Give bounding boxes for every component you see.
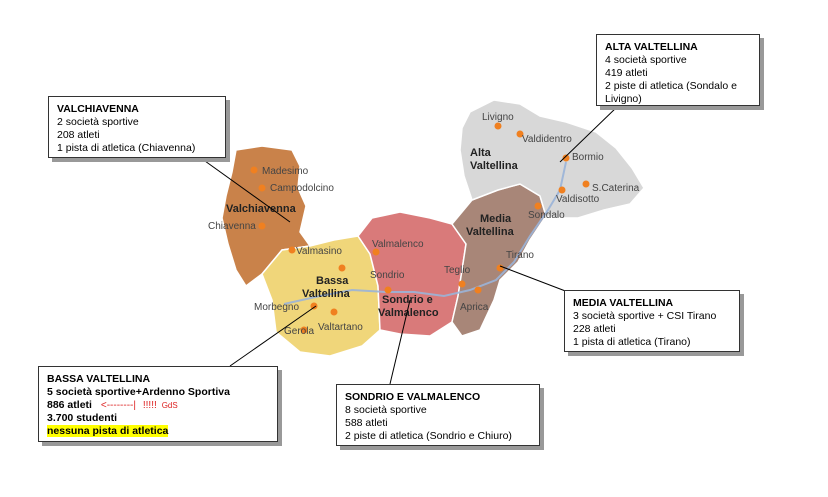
town-label-valmasino: Valmasino bbox=[296, 246, 342, 257]
river-adda bbox=[283, 161, 567, 305]
gds-note: GdS bbox=[161, 401, 178, 410]
region-label-alta-2: Valtellina bbox=[470, 160, 519, 172]
town-label-madesimo: Madesimo bbox=[262, 166, 309, 177]
info-box-title: MEDIA VALTELLINA bbox=[573, 297, 674, 309]
info-box-line: 419 atleti bbox=[605, 67, 648, 79]
connector-valchiavenna bbox=[197, 155, 291, 223]
town-label-sondrio: Sondrio bbox=[370, 270, 405, 281]
town-dot-valmalenco bbox=[372, 248, 380, 256]
region-label-alta-1: Alta bbox=[470, 147, 492, 159]
town-dot-bormio bbox=[562, 154, 570, 162]
town-dot-chiavenna bbox=[258, 222, 266, 230]
town-dot-morbegno bbox=[310, 302, 318, 310]
region-label-valchiavenna: Valchiavenna bbox=[226, 203, 297, 215]
town-dot-sondalo bbox=[534, 202, 542, 210]
connector-sondrio bbox=[389, 299, 411, 385]
info-box-title: ALTA VALTELLINA bbox=[605, 41, 698, 53]
town-label-sondalo: Sondalo bbox=[528, 210, 565, 221]
info-box-line: Livigno) bbox=[605, 93, 642, 105]
info-box-line: 1 pista di atletica (Tirano) bbox=[573, 336, 691, 348]
info-box-line: 3 società sportive + CSI Tirano bbox=[573, 310, 717, 322]
town-label-teglio: Teglio bbox=[444, 265, 471, 276]
red-arrow-note: <--------| bbox=[100, 400, 136, 411]
region-label-media-1: Media bbox=[480, 213, 512, 225]
info-box-line: 588 atleti bbox=[345, 417, 388, 429]
town-dot-tirano bbox=[496, 264, 504, 272]
info-box-valchiavenna: VALCHIAVENNA 2 società sportive 208 atle… bbox=[48, 96, 226, 158]
town-dot-sondrio bbox=[384, 286, 392, 294]
info-box-line: 1 pista di atletica (Chiavenna) bbox=[57, 142, 196, 154]
town-label-valdisotto: Valdisotto bbox=[556, 194, 600, 205]
connector-alta bbox=[559, 105, 619, 163]
info-box-athletes-row: 886 atleti <--------| !!!!! GdS bbox=[47, 399, 269, 412]
info-box-line: 228 atleti bbox=[573, 323, 616, 335]
town-label-s-caterina: S.Caterina bbox=[592, 183, 640, 194]
info-box-alta-valtellina: ALTA VALTELLINA 4 società sportive 419 a… bbox=[596, 34, 760, 106]
town-dot-s-caterina bbox=[582, 180, 590, 188]
info-box-line: 886 atleti bbox=[47, 399, 92, 411]
town-label-valdidentro: Valdidentro bbox=[522, 134, 572, 145]
town-dot-valmasino bbox=[288, 246, 296, 254]
region-label-bassa-2: Valtellina bbox=[302, 288, 351, 300]
town-dot-livigno bbox=[494, 122, 502, 130]
town-dot-valdisotto bbox=[558, 186, 566, 194]
town-dot-aprica bbox=[474, 286, 482, 294]
town-dot-valtartano bbox=[330, 308, 338, 316]
town-label-valmalenco: Valmalenco bbox=[372, 239, 424, 250]
town-label-tirano: Tirano bbox=[506, 250, 534, 261]
info-box-line: 2 società sportive bbox=[57, 116, 139, 128]
info-box-line: 5 società sportive+Ardenno Sportiva bbox=[47, 386, 230, 398]
town-label-livigno: Livigno bbox=[482, 112, 514, 123]
town-label-morbegno: Morbegno bbox=[254, 302, 299, 313]
town-label-campodolcino: Campodolcino bbox=[270, 183, 334, 194]
town-label-bormio: Bormio bbox=[572, 152, 604, 163]
town-dot-campodolcino bbox=[258, 184, 266, 192]
info-box-line: 8 società sportive bbox=[345, 404, 427, 416]
town-dot-valdidentro bbox=[516, 130, 524, 138]
region-label-sondrio-1: Sondrio e bbox=[382, 294, 433, 306]
town-label-gerola: Gerola bbox=[284, 326, 314, 337]
info-box-line: 208 atleti bbox=[57, 129, 100, 141]
town-dot-cosio bbox=[338, 264, 346, 272]
info-box-line: 3.700 studenti bbox=[47, 412, 118, 424]
info-box-line: 2 piste di atletica (Sondalo e bbox=[605, 80, 737, 92]
red-exclamation-note: !!!!! bbox=[142, 400, 157, 411]
highlighted-note: nessuna pista di atletica bbox=[47, 425, 169, 437]
region-label-media-2: Valtellina bbox=[466, 226, 515, 238]
info-box-title: VALCHIAVENNA bbox=[57, 103, 139, 115]
town-dot-madesimo bbox=[250, 166, 258, 174]
town-label-aprica: Aprica bbox=[460, 302, 489, 313]
info-box-line: 4 società sportive bbox=[605, 54, 687, 66]
info-box-media-valtellina: MEDIA VALTELLINA 3 società sportive + CS… bbox=[564, 290, 740, 352]
info-box-sondrio-valmalenco: SONDRIO E VALMALENCO 8 società sportive … bbox=[336, 384, 540, 446]
info-box-line: 2 piste di atletica (Sondrio e Chiuro) bbox=[345, 430, 512, 442]
info-box-title: SONDRIO E VALMALENCO bbox=[345, 391, 481, 403]
region-label-bassa-1: Bassa bbox=[316, 275, 349, 287]
town-dot-gerola bbox=[300, 326, 308, 334]
region-label-sondrio-2: Valmalenco bbox=[378, 307, 439, 319]
info-box-bassa-valtellina: BASSA VALTELLINA 5 società sportive+Arde… bbox=[38, 366, 278, 442]
connector-media bbox=[499, 265, 569, 293]
town-label-chiavenna: Chiavenna bbox=[208, 221, 256, 232]
info-box-title: BASSA VALTELLINA bbox=[47, 373, 151, 385]
town-dot-teglio bbox=[458, 280, 466, 288]
town-label-valtartano: Valtartano bbox=[318, 322, 363, 333]
connector-bassa bbox=[229, 305, 317, 367]
region-alta-valtellina bbox=[459, 99, 645, 219]
